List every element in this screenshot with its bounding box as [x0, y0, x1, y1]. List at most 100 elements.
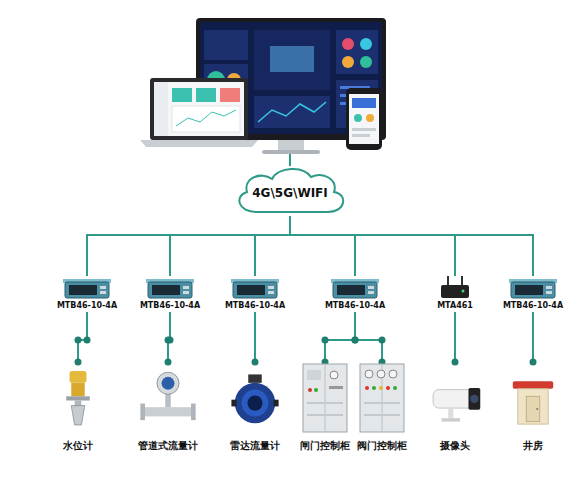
node-label: MTB46-10-4A	[57, 301, 117, 311]
field-device-node: 闸门控制柜	[297, 362, 353, 458]
pipe-flowmeter	[162, 377, 175, 390]
valve-control-cabinet	[393, 386, 397, 390]
valve-control-cabinet	[389, 370, 397, 378]
monitor-illustration	[270, 46, 314, 72]
level-gauge	[70, 371, 87, 383]
radar-flowmeter	[223, 362, 287, 434]
gateway-device	[65, 282, 109, 298]
gateway-device	[69, 285, 97, 295]
field-device-node: 阀门控制柜	[354, 362, 410, 458]
laptop-illustration	[140, 140, 258, 147]
laptop-illustration	[176, 110, 236, 126]
junction-dot	[379, 337, 386, 344]
gateway-device	[497, 276, 569, 300]
well-house	[518, 389, 548, 424]
valve-control-cabinet	[354, 362, 410, 434]
gateway-device	[511, 282, 555, 298]
node-label: 4G\5G\WIFI	[252, 180, 328, 200]
junction-dot	[165, 359, 172, 366]
gateway-node: MTA461	[419, 276, 491, 312]
gateway-device	[462, 290, 465, 293]
field-device-node: 雷达流量计	[223, 362, 287, 458]
gateway-device	[337, 285, 365, 295]
well-house	[501, 362, 565, 434]
valve-control-cabinet	[377, 370, 385, 378]
junction-dot	[530, 359, 537, 366]
gateway-device	[319, 276, 391, 300]
phone-illustration	[352, 128, 376, 131]
laptop-illustration	[154, 82, 244, 136]
gate-control-cabinet	[329, 386, 343, 389]
field-device-node: 摄像头	[423, 362, 487, 458]
connector-line	[87, 216, 290, 276]
monitor-illustration	[254, 30, 330, 90]
gateway-device	[183, 291, 189, 294]
junction-dot	[75, 359, 82, 366]
gateway-device	[441, 285, 469, 298]
node-label: MTB46-10-4A	[325, 301, 385, 311]
gateway-device	[268, 286, 274, 289]
junction-dot	[352, 337, 359, 344]
valve-control-cabinet	[386, 386, 390, 390]
level-gauge	[75, 401, 82, 406]
gateway-device	[333, 282, 377, 298]
level-gauge	[71, 383, 84, 396]
valve-control-cabinet	[372, 386, 376, 390]
well-house	[526, 396, 539, 421]
gate-control-cabinet	[308, 388, 312, 392]
connector-line	[254, 312, 256, 362]
level-gauge	[66, 396, 90, 400]
phone-illustration	[354, 114, 362, 122]
pipe-flowmeter	[191, 404, 196, 421]
gate-control-cabinet	[303, 364, 347, 432]
gateway-device	[152, 285, 180, 295]
level-gauge	[71, 406, 84, 425]
node-label: MTB46-10-4A	[140, 301, 200, 311]
monitor-illustration	[360, 56, 372, 68]
gateway-node: MTB46-10-4A	[497, 276, 569, 312]
gateway-node: MTB46-10-4A	[219, 276, 291, 312]
gateway-device	[148, 282, 192, 298]
phone-illustration	[346, 88, 382, 150]
network-cloud: 4G\5G\WIFI	[230, 164, 350, 216]
gateway-device	[515, 285, 543, 295]
valve-control-cabinet	[360, 364, 404, 432]
camera-device	[468, 388, 480, 410]
node-label: 闸门控制柜	[300, 440, 350, 452]
laptop-illustration	[150, 78, 248, 140]
connector-line	[532, 312, 534, 362]
level-gauge	[46, 362, 110, 434]
field-device-node: 井房	[501, 362, 565, 458]
gateway-device	[134, 276, 206, 300]
well-house	[513, 381, 553, 389]
camera-device	[470, 395, 478, 403]
gateway-device	[237, 285, 265, 295]
valve-control-cabinet	[379, 386, 383, 390]
node-label: MTA461	[437, 301, 473, 311]
laptop-illustration	[172, 88, 192, 102]
node-label: 阀门控制柜	[357, 440, 407, 452]
gateway-device	[233, 282, 277, 298]
gateway-device	[268, 291, 274, 294]
connector-line	[290, 216, 533, 276]
valve-control-cabinet	[364, 402, 400, 404]
node-label: 雷达流量计	[230, 440, 280, 452]
pipe-flowmeter	[140, 404, 145, 421]
gateway-node: MTB46-10-4A	[319, 276, 391, 312]
gate-control-cabinet	[325, 364, 326, 432]
node-label: 管道式流量计	[138, 440, 198, 452]
node-label: MTB46-10-4A	[503, 301, 563, 311]
monitor-illustration	[342, 56, 354, 68]
gateway-device	[219, 276, 291, 300]
laptop-illustration	[172, 106, 240, 132]
radar-flowmeter	[231, 400, 236, 407]
connector-line	[255, 216, 290, 276]
gateway-device	[447, 276, 449, 286]
gate-control-cabinet	[314, 388, 318, 392]
laptop-illustration	[154, 82, 168, 136]
pipe-flowmeter	[157, 372, 179, 394]
monitor-illustration	[262, 150, 320, 154]
valve-control-cabinet	[365, 386, 369, 390]
monitor-illustration	[342, 38, 354, 50]
